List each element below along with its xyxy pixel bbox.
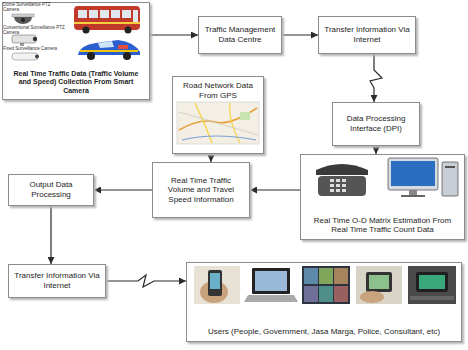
flow-arrow — [210, 154, 211, 162]
flow-arrow — [150, 34, 198, 35]
text-group: Real Time O-D Matrix Estimation From Rea… — [305, 216, 460, 235]
telephone-picture — [316, 164, 368, 196]
box-text: Real Time Traffic Volume and Travel Spee… — [157, 176, 245, 205]
flow-arrow — [50, 206, 51, 264]
gps-device-picture — [356, 266, 402, 304]
box-text: Transfer Information Via Internet — [13, 271, 101, 290]
camera-label: Dome Surveillance PTZ Camera — [3, 2, 67, 12]
video-wall-picture — [302, 266, 350, 304]
text-group: Output Data Processing — [13, 180, 89, 199]
process-box: Road Network Data From GPS — [172, 76, 264, 154]
ptz-camera — [12, 35, 37, 46]
flow-arrow — [106, 275, 186, 287]
bus-picture — [74, 6, 140, 34]
process-box: Traffic Management Data Centre — [198, 16, 282, 54]
flow-arrow — [375, 146, 376, 154]
text-group: Road Network Data From GPS — [177, 81, 259, 100]
computer-picture — [388, 158, 458, 197]
dashboard-display-picture — [408, 266, 456, 304]
box-text: Real Time O-D Matrix Estimation From Rea… — [305, 216, 460, 235]
text-group: Real Time Traffic Data (Traffic Volume a… — [7, 70, 145, 95]
camera-label: Conventional Surveillance PTZ Camera — [3, 25, 67, 35]
box-text: Real Time Traffic Data (Traffic Volume a… — [7, 70, 145, 95]
laptop-picture — [244, 268, 298, 302]
process-box: Real Time Traffic Volume and Travel Spee… — [152, 162, 250, 218]
text-group: Traffic Management Data Centre — [203, 25, 277, 44]
process-box: Transfer Information Via Internet — [318, 16, 416, 54]
text-group: Data Processing Interface (DPI) — [337, 114, 415, 133]
process-box: Output Data Processing — [8, 174, 94, 206]
box-text: Users (People, Government, Jasa Marga, P… — [191, 327, 457, 337]
fixed-camera — [12, 53, 39, 60]
text-group: Transfer Information Via Internet — [13, 271, 101, 290]
process-box: Users (People, Government, Jasa Marga, P… — [186, 262, 462, 342]
process-box: Real Time O-D Matrix Estimation From Rea… — [300, 154, 465, 240]
box-text: Transfer Information Via Internet — [323, 25, 411, 44]
text-group: Real Time Traffic Volume and Travel Spee… — [157, 176, 245, 205]
flow-arrow — [94, 189, 152, 190]
box-text: Data Processing Interface (DPI) — [337, 114, 415, 133]
flow-arrow — [282, 34, 318, 35]
camera-label: Fixed Surveillance Camera — [3, 46, 67, 51]
flow-arrow — [370, 54, 382, 102]
car-picture — [78, 40, 140, 60]
process-box: Data Processing Interface (DPI) — [332, 102, 420, 146]
box-text: Traffic Management Data Centre — [203, 25, 277, 44]
box-text: Road Network Data From GPS — [177, 81, 259, 100]
text-group: Users (People, Government, Jasa Marga, P… — [191, 327, 457, 337]
box-text: Output Data Processing — [13, 180, 89, 199]
process-box: Transfer Information Via Internet — [8, 264, 106, 298]
phone-in-hand-picture — [194, 266, 240, 304]
road-map — [177, 102, 259, 144]
text-group: Transfer Information Via Internet — [323, 25, 411, 44]
dome-camera — [12, 14, 34, 24]
flow-arrow — [250, 189, 300, 190]
